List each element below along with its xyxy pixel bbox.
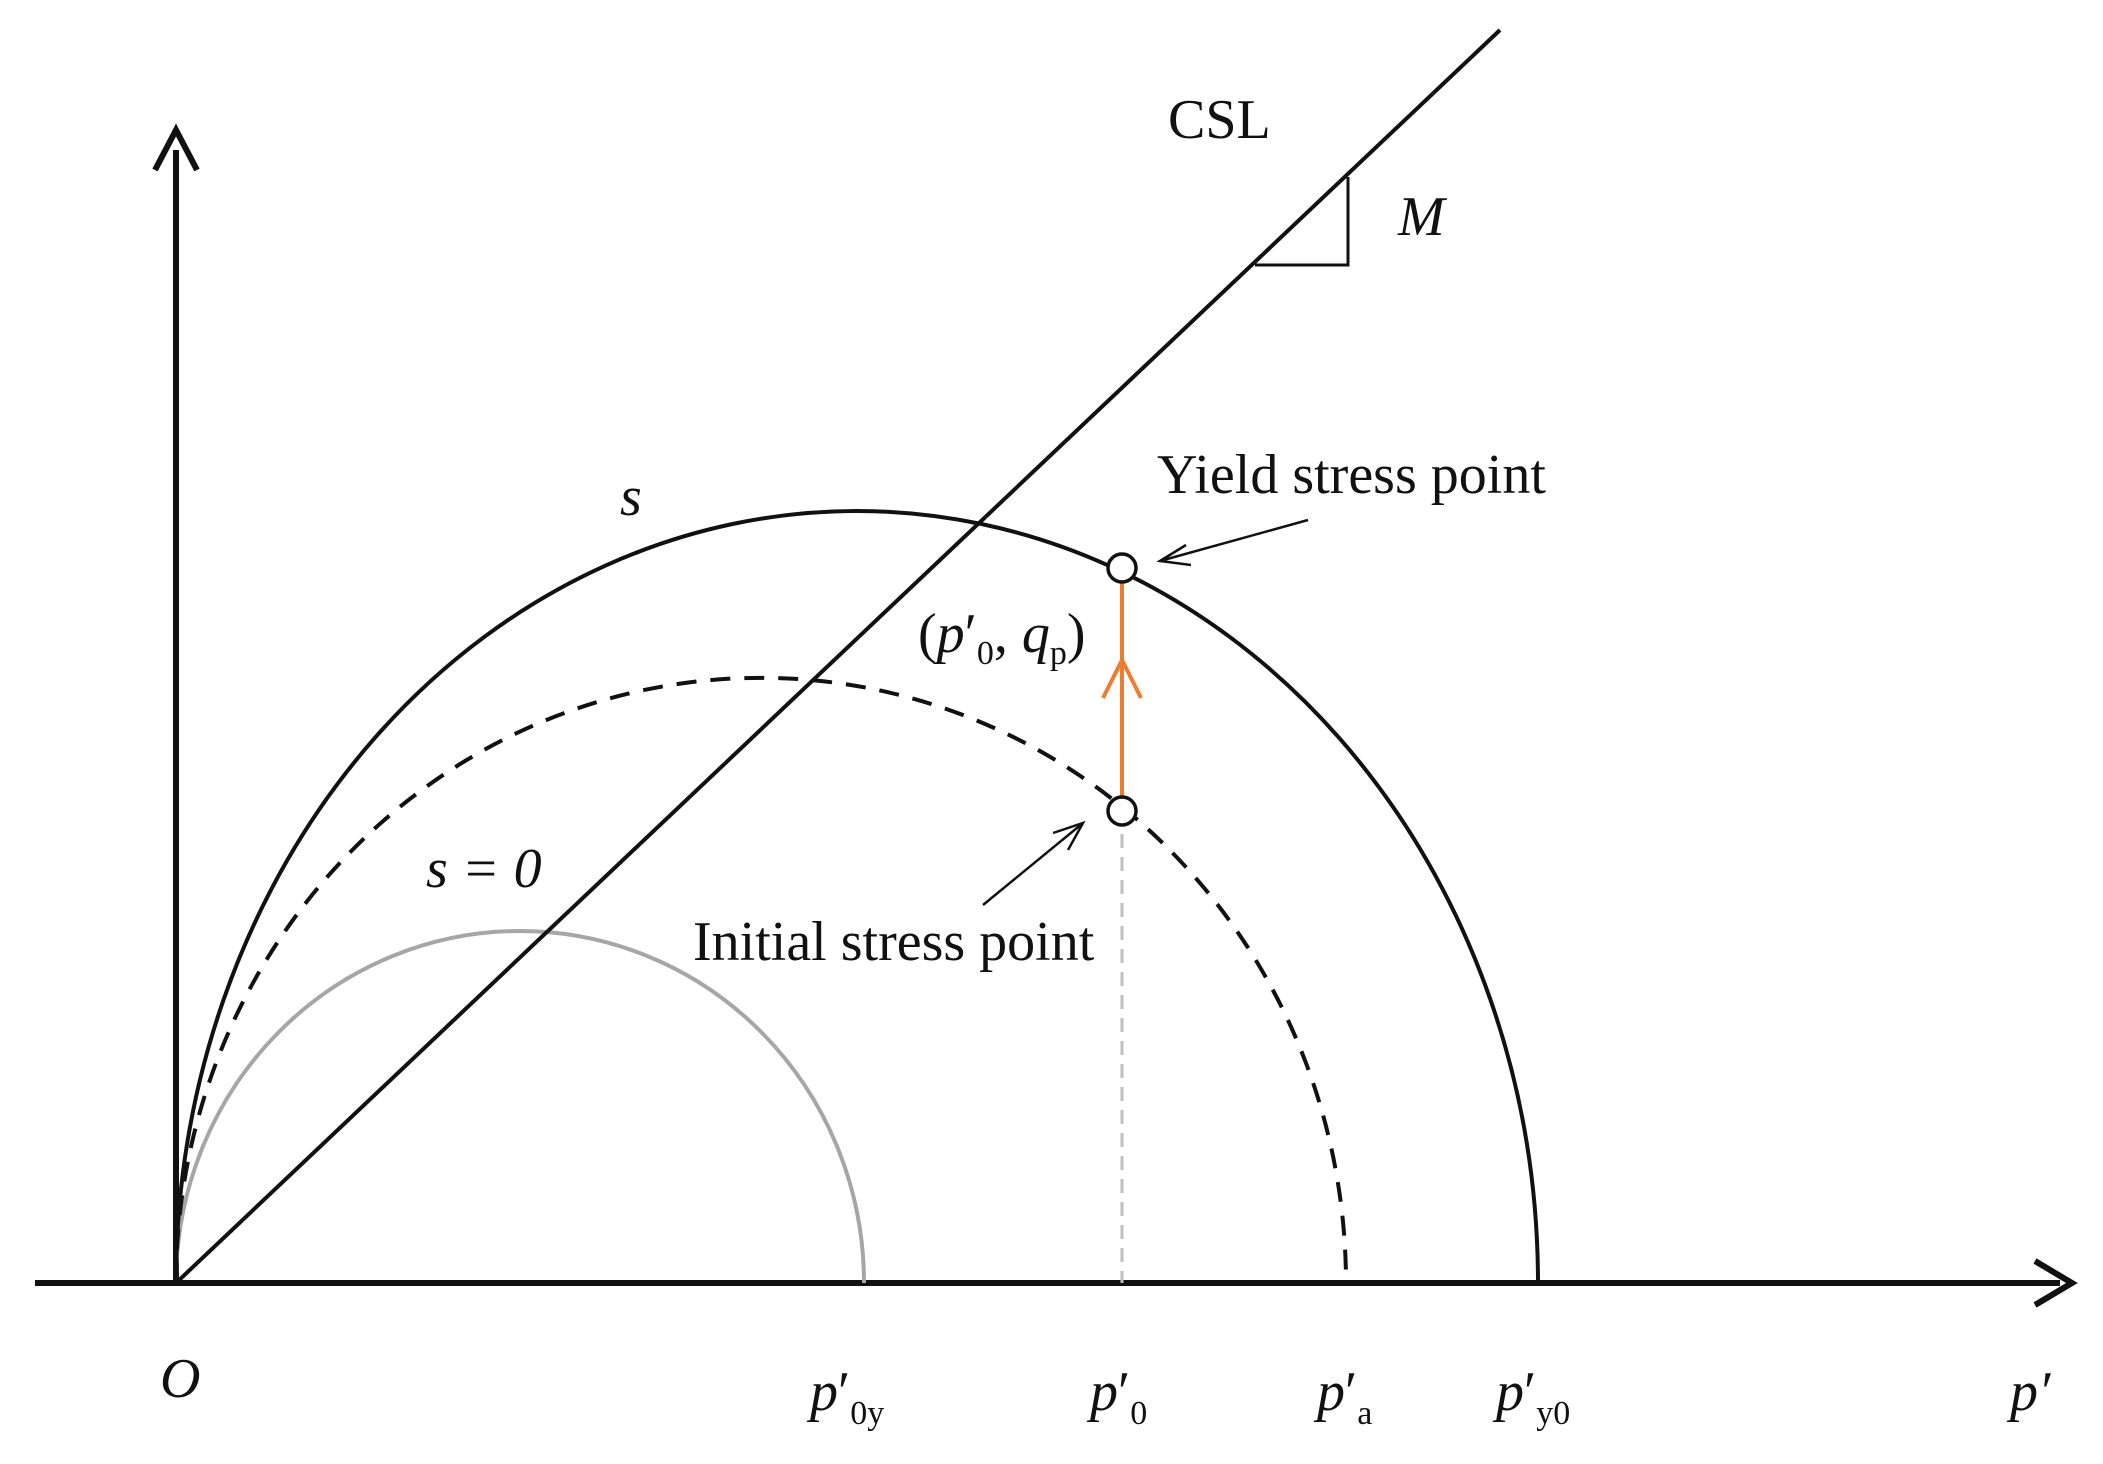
gray-yield-curve	[174, 929, 866, 1284]
solid-yield-curve-s	[174, 508, 1540, 1284]
dashed-yield-curve-s0	[174, 675, 1348, 1284]
yield-stress-point-marker	[1106, 552, 1138, 584]
initial-leader-arrowhead	[1052, 820, 1086, 851]
origin-label: O	[160, 1348, 200, 1410]
stress-path-arrowhead	[1101, 655, 1143, 699]
yield-leader-line	[1159, 518, 1309, 563]
csl-label: CSL	[1168, 89, 1271, 151]
stress-coordinate-label: (p′0, qp)	[918, 603, 1086, 672]
q-axis-arrowhead	[152, 123, 200, 172]
initial-stress-label: Initial stress point	[693, 911, 1095, 973]
slope-label: M	[1397, 186, 1448, 248]
curve-s-label: s	[620, 466, 642, 528]
tick-label-p0y: p′0y	[806, 1361, 884, 1432]
tick-label-py0: p′y0	[1492, 1361, 1570, 1432]
slope-triangle	[1255, 177, 1350, 267]
tick-label-p0: p′0	[1086, 1361, 1147, 1432]
curve-s0-label: s = 0	[426, 838, 542, 900]
initial-stress-point-marker	[1106, 795, 1138, 827]
initial-leader-line	[982, 822, 1084, 906]
yield-leader-arrowhead	[1156, 543, 1192, 567]
p-axis-label: p′	[2006, 1361, 2051, 1423]
yield-stress-label: Yield stress point	[1157, 444, 1546, 506]
tick-label-pa: p′a	[1313, 1361, 1372, 1432]
p-axis-arrowhead	[2033, 1258, 2078, 1308]
csl-line	[174, 28, 1502, 1285]
